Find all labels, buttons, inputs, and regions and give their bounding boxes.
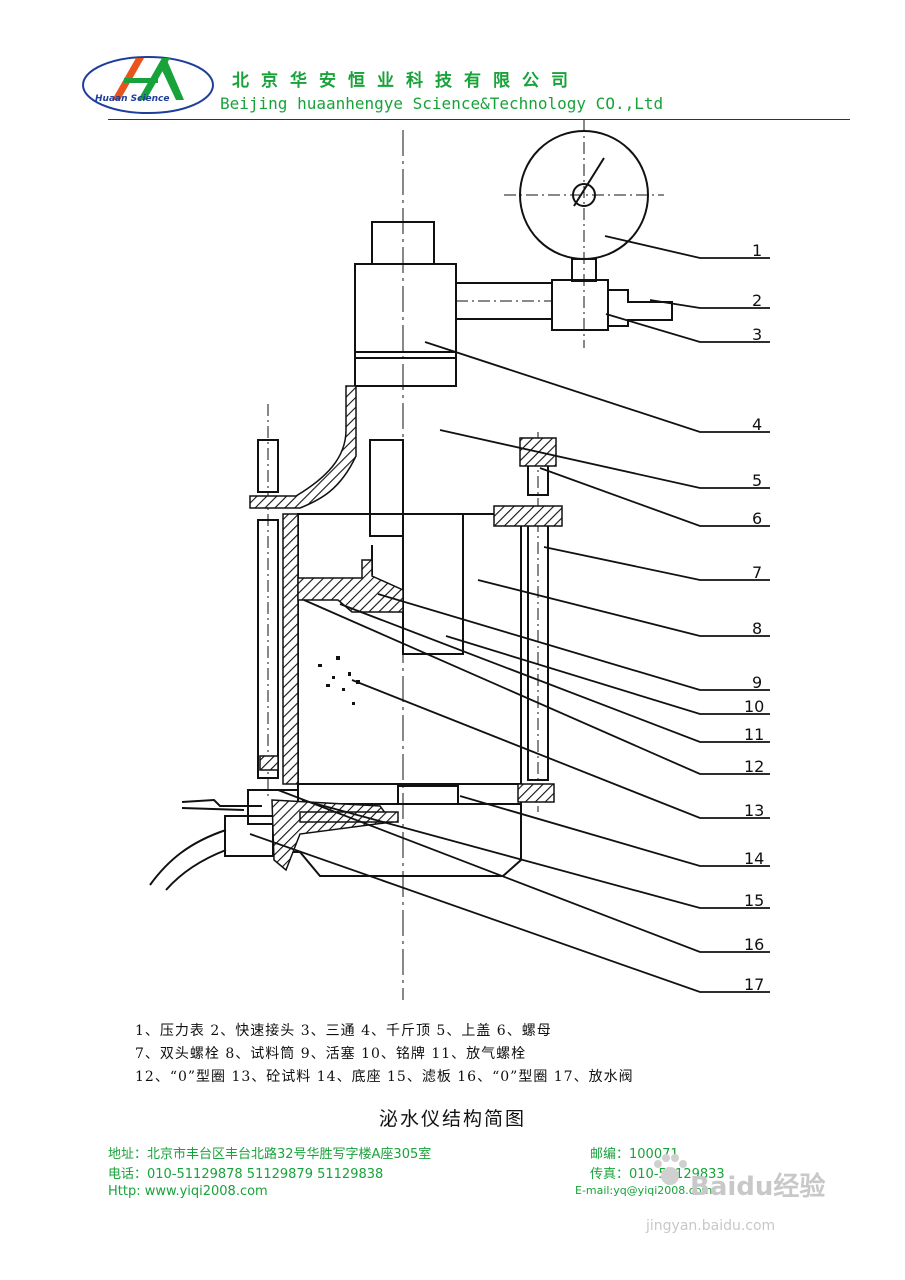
- footer-email[interactable]: E-mail:yq@yiqi2008.com: [575, 1184, 713, 1197]
- part-number: 17: [744, 975, 764, 994]
- drain-hose: [149, 829, 227, 886]
- footer-address: 地址：北京市丰台区丰台北路32号华胜写字楼A座305室: [108, 1147, 432, 1162]
- part-number: 9: [752, 673, 762, 692]
- logo-text: Huaan Science: [95, 94, 170, 104]
- tee-fitting: [551, 279, 609, 331]
- part-number: 6: [752, 509, 762, 528]
- part-number: 1: [752, 241, 762, 260]
- parts-legend-line-2: 7、双头螺栓 8、试料筒 9、活塞 10、铭牌 11、放气螺栓: [135, 1046, 527, 1062]
- watermark-brand: Baidu经验: [690, 1172, 826, 1202]
- part-number: 16: [744, 935, 764, 954]
- part-number: 2: [752, 291, 762, 310]
- leader-lines: [249, 235, 770, 993]
- diagram-title: 泌水仪结构简图: [378, 1108, 526, 1130]
- header-divider: [108, 119, 850, 120]
- part-number: 8: [752, 619, 762, 638]
- part-number: 3: [752, 325, 762, 344]
- pressure-gauge: [504, 120, 664, 348]
- part-number: 10: [744, 697, 764, 716]
- company-logo: [82, 56, 214, 114]
- company-name-cn: 北京华安恒业科技有限公司: [232, 71, 580, 91]
- watermark-url: jingyan.baidu.com: [646, 1218, 776, 1234]
- part-number: 12: [744, 757, 764, 776]
- part-number: 11: [744, 725, 764, 744]
- company-name-en: Beijing huaanhengye Science&Technology C…: [220, 94, 664, 113]
- part-number: 5: [752, 471, 762, 490]
- piston-rod: [369, 439, 404, 537]
- device-outline: [149, 120, 673, 1000]
- part-number: 14: [744, 849, 764, 868]
- footer-fax: 传真：010-51129833: [590, 1167, 725, 1182]
- structure-diagram: 1 2 3 4 5 6 7 8 9 10 11 12 13 14 15 16 1…: [149, 120, 770, 1000]
- part-number: 13: [744, 801, 764, 820]
- part-number: 15: [744, 891, 764, 910]
- footer-website[interactable]: Http: www.yiqi2008.com: [108, 1184, 268, 1199]
- footer-postcode: 邮编：100071: [590, 1147, 679, 1162]
- parts-legend-line-1: 1、压力表 2、快速接头 3、三通 4、千斤顶 5、上盖 6、螺母: [135, 1023, 552, 1039]
- cylinder-wall: [282, 513, 299, 785]
- jack: [354, 221, 457, 387]
- paw-icon: [654, 1154, 687, 1185]
- parts-legend-line-3: 12、“0”型圈 13、砼试料 14、底座 15、滤板 16、“0”型圈 17、…: [135, 1069, 634, 1085]
- part-number: 4: [752, 415, 762, 434]
- piston: [297, 559, 404, 613]
- top-cover: [249, 385, 357, 509]
- quick-connector: [607, 289, 673, 327]
- part-number-labels: 1 2 3 4 5 6 7 8 9 10 11 12 13 14 15 16 1…: [744, 241, 764, 994]
- footer-phone: 电话：010-51129878 51129879 51129838: [108, 1167, 384, 1182]
- part-number: 7: [752, 563, 762, 582]
